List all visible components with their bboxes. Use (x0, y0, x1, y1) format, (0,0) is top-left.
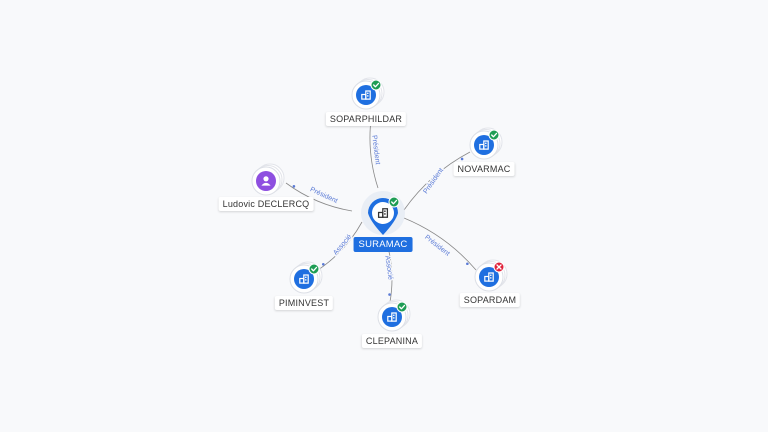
node-label-piminvest[interactable]: PIMINVEST (274, 296, 334, 310)
node-label-clepanina[interactable]: CLEPANINA (361, 334, 423, 348)
edge-label: Président (422, 167, 445, 195)
active-status-icon (370, 79, 382, 91)
node-label-novarmac[interactable]: NOVARMAC (453, 162, 515, 176)
inactive-status-icon (493, 261, 505, 273)
building-icon (361, 90, 371, 100)
building-icon (377, 208, 389, 218)
node-label-ludovic[interactable]: Ludovic DECLERCQ (218, 197, 314, 211)
edge-arrow (321, 262, 325, 266)
building-icon (387, 312, 397, 322)
node-center-suramac[interactable] (361, 191, 405, 235)
edge-label: Président (423, 234, 451, 258)
building-icon (299, 274, 309, 284)
active-status-icon (396, 301, 408, 313)
node-clepanina[interactable] (377, 299, 411, 332)
person-icon (261, 176, 271, 186)
edge-label: Associé (383, 255, 393, 280)
active-status-icon (388, 196, 400, 208)
node-label-soparphildar[interactable]: SOPARPHILDAR (325, 112, 407, 126)
building-icon (479, 140, 489, 150)
edge-sopardam: Président (403, 217, 477, 271)
building-icon (484, 272, 494, 282)
node-soparphildar[interactable] (351, 77, 385, 110)
edge-arrow (460, 157, 464, 161)
node-piminvest[interactable] (289, 261, 323, 294)
node-ludovic[interactable] (251, 163, 285, 196)
active-status-icon (488, 129, 500, 141)
node-novarmac[interactable] (469, 127, 503, 160)
node-sopardam[interactable] (474, 259, 508, 292)
edge-label: Associé (332, 233, 353, 256)
node-label-sopardam[interactable]: SOPARDAM (459, 293, 521, 307)
edge-arrow (466, 262, 469, 266)
node-label-suramac[interactable]: SURAMAC (353, 237, 413, 252)
edge-arrow (388, 293, 391, 296)
edge-novarmac: Président (403, 151, 471, 211)
edge-arrow (292, 185, 296, 188)
active-status-icon (308, 263, 320, 275)
